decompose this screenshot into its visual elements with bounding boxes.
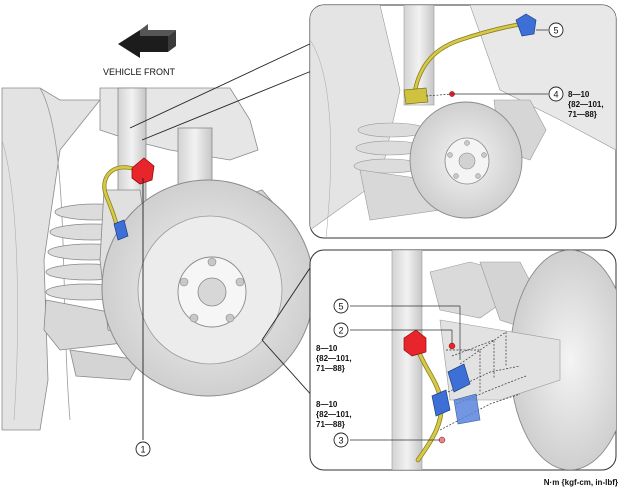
svg-text:71—88}: 71—88} [316,420,345,429]
units-note: N·m {kgf-cm, in-lbf} [544,478,618,487]
torque-spec-bottom-lower: 8—10 {82—101, 71—88} [316,400,352,429]
callout-2: 2 [333,322,349,338]
torque-spec-top: 8—10 {82—101, 71—88} [568,90,604,119]
callout-5-top-label: 5 [553,26,558,36]
vehicle-front-label: VEHICLE FRONT [103,67,176,77]
callout-5-bottom: 5 [333,298,349,314]
main-assembly-view [1,41,315,440]
svg-text:{82—101,: {82—101, [316,354,352,363]
svg-text:8—10: 8—10 [316,344,338,353]
svg-text:{82—101,: {82—101, [316,410,352,419]
callout-1: 1 [135,441,151,457]
bottom-detail-view [309,249,617,471]
callout-4: 4 [548,86,564,102]
svg-text:8—10: 8—10 [568,90,590,99]
callout-5-top: 5 [548,22,564,38]
svg-text:{82—101,: {82—101, [568,100,604,109]
callout-2-label: 2 [338,326,343,336]
svg-text:71—88}: 71—88} [316,364,345,373]
callout-3-label: 3 [338,436,343,446]
callout-4-label: 4 [553,90,558,100]
top-detail-view [309,4,617,239]
callout-3: 3 [333,432,349,448]
callout-1-label: 1 [140,445,145,455]
svg-text:8—10: 8—10 [316,400,338,409]
vehicle-front-arrow [118,24,176,58]
torque-spec-bottom-upper: 8—10 {82—101, 71—88} [316,344,352,373]
svg-text:71—88}: 71—88} [568,110,597,119]
callout-5-bottom-label: 5 [338,302,343,312]
